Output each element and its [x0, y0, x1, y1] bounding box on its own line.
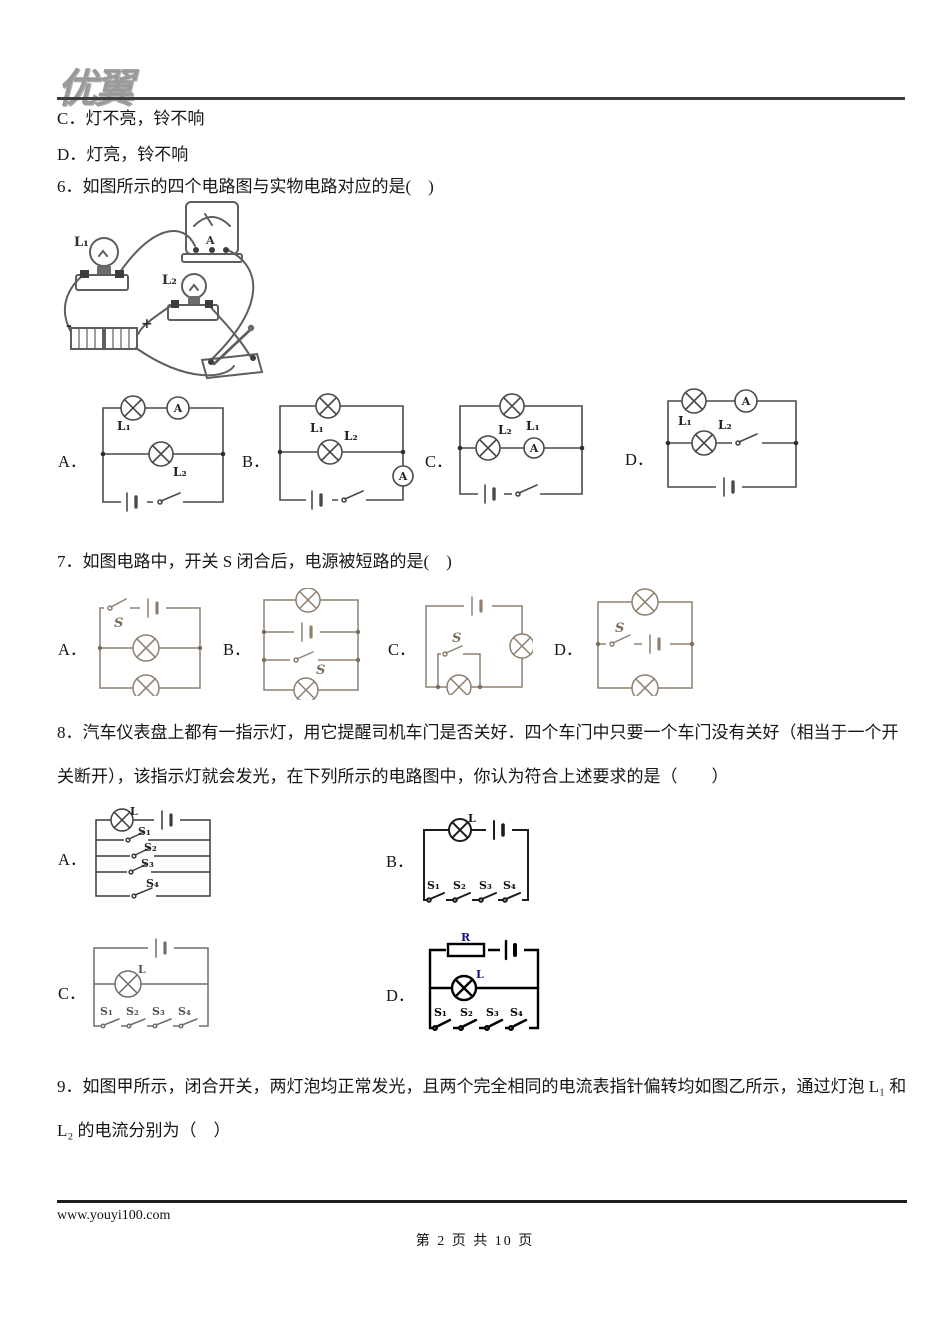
q6-circuit-c: L₁ L₂ A	[457, 393, 585, 504]
q8d-s2-label: S₂	[460, 1006, 473, 1019]
q8c-s1-label: S₁	[100, 1005, 113, 1018]
q8c-s4-label: S₄	[178, 1005, 191, 1018]
q6-circuit-a: L₁ L₂ A	[100, 395, 226, 512]
q8a-s3-label: S₃	[141, 857, 154, 870]
photo-ammeter-letter: A	[205, 234, 215, 247]
q8-circuit-d: R L S₁ S₂ S₃ S₄	[428, 931, 540, 1034]
q8-circuit-b: L S₁ S₂ S₃ S₄	[423, 812, 529, 906]
q6b-ammeter-letter: A	[398, 470, 408, 483]
q7-circuit-b: S	[261, 588, 361, 700]
q8-option-d-label: D．	[386, 986, 415, 1005]
q8-question-line1: 8．汽车仪表盘上都有一指示灯，用它提醒司机车门是否关好．四个车门中只要一个车门没…	[57, 723, 899, 742]
photo-minus-label: -	[66, 318, 72, 334]
wire	[119, 230, 196, 273]
q7c-switch-label: S	[452, 631, 461, 646]
header-rule	[57, 97, 905, 100]
battery-photo	[70, 327, 138, 350]
q6d-ammeter-letter: A	[741, 395, 751, 408]
q8c-lamp-label: L	[138, 963, 146, 976]
q5-option-c-text: C．灯不亮，铃不响	[57, 109, 205, 128]
q9-question-line2: L₂ 的电流分别为（ ）	[57, 1121, 231, 1140]
footer-page-number: 第 2 页 共 10 页	[415, 1234, 535, 1249]
q7d-switch-label: S	[615, 621, 624, 636]
q6c-ammeter-letter: A	[529, 442, 539, 455]
q8b-s3-label: S₃	[479, 879, 492, 892]
q6d-l2-label: L₂	[718, 418, 732, 432]
q6b-l2-label: L₂	[344, 429, 358, 443]
bulb-l2-photo	[167, 273, 219, 321]
q6a-l2-label: L₂	[173, 465, 187, 479]
bulb-l1-photo	[75, 237, 129, 291]
q6d-l1-label: L₁	[678, 414, 692, 428]
q6-real-circuit-photo: L₁ L₂ A - +	[63, 201, 264, 380]
q8-question-line2: 关断开），该指示灯就会发光，在下列所示的电路图中，你认为符合上述要求的是（ ）	[57, 767, 729, 786]
q6-option-b-label: B．	[242, 452, 270, 471]
q7-question-text: 7．如图电路中，开关 S 闭合后，电源被短路的是( )	[57, 552, 452, 571]
q7-option-c-label: C．	[388, 640, 416, 659]
ammeter-photo	[181, 201, 243, 263]
q7b-switch-label: S	[316, 663, 325, 678]
q6-circuit-b: L₁ L₂ A	[277, 393, 414, 510]
q8c-s3-label: S₃	[152, 1005, 165, 1018]
q7a-switch-label: S	[114, 616, 123, 631]
footer-rule	[57, 1200, 907, 1203]
q8a-lamp-label: L	[130, 806, 138, 818]
q6-option-a-label: A．	[58, 452, 87, 471]
q8d-s3-label: S₃	[486, 1006, 499, 1019]
q6-question-text: 6．如图所示的四个电路图与实物电路对应的是( )	[57, 177, 434, 196]
q8-circuit-a: L S₁ S₂ S₃ S₄	[95, 806, 211, 902]
youyi-logo: 优翼	[57, 66, 134, 112]
wire	[211, 249, 255, 360]
q6c-l2-label: L₂	[498, 423, 512, 437]
q8-option-b-label: B．	[386, 852, 414, 871]
q8a-s2-label: S₂	[144, 841, 157, 854]
wire	[137, 304, 173, 335]
q5-option-d-text: D．灯亮，铃不响	[57, 145, 189, 164]
q8a-s4-label: S₄	[146, 877, 159, 890]
q7-option-b-label: B．	[223, 640, 251, 659]
photo-l1-label: L₁	[74, 235, 89, 250]
photo-l2-label: L₂	[162, 273, 177, 288]
q8b-lamp-label: L	[468, 812, 476, 825]
q7-option-d-label: D．	[554, 640, 583, 659]
q8b-s2-label: S₂	[453, 879, 466, 892]
wire	[135, 347, 235, 377]
wire	[207, 303, 251, 357]
q6a-l1-label: L₁	[117, 419, 131, 433]
q9-question-line1: 9．如图甲所示，闭合开关，两灯泡均正常发光，且两个完全相同的电流表指针偏转均如图…	[57, 1077, 907, 1096]
q8b-s1-label: S₁	[427, 879, 440, 892]
q7-circuit-d: S	[595, 588, 695, 696]
q8d-s4-label: S₄	[510, 1006, 523, 1019]
q8-option-a-label: A．	[58, 850, 87, 869]
q8d-resistor-label: R	[461, 931, 471, 944]
switch-photo	[200, 324, 264, 380]
wire	[63, 275, 83, 333]
q7-circuit-c: S	[425, 596, 533, 695]
q7-circuit-a: S	[97, 598, 203, 696]
q6-circuit-d: L₁ L₂ A	[665, 388, 799, 497]
q8-circuit-c: L S₁ S₂ S₃ S₄	[93, 938, 209, 1032]
footer-website: www.youyi100.com	[57, 1208, 171, 1223]
q6-option-c-label: C．	[425, 452, 453, 471]
q7-option-a-label: A．	[58, 640, 87, 659]
q6c-l1-label: L₁	[526, 419, 540, 433]
q8b-s4-label: S₄	[503, 879, 516, 892]
photo-plus-label: +	[141, 316, 153, 332]
q8-option-c-label: C．	[58, 984, 86, 1003]
q6b-l1-label: L₁	[310, 421, 324, 435]
q8d-lamp-label: L	[476, 968, 484, 981]
q6-option-d-label: D．	[625, 450, 654, 469]
q8c-s2-label: S₂	[126, 1005, 139, 1018]
q8d-s1-label: S₁	[434, 1006, 447, 1019]
q8a-s1-label: S₁	[138, 825, 151, 838]
photo-terminals	[80, 247, 256, 365]
q6a-ammeter-letter: A	[173, 402, 183, 415]
